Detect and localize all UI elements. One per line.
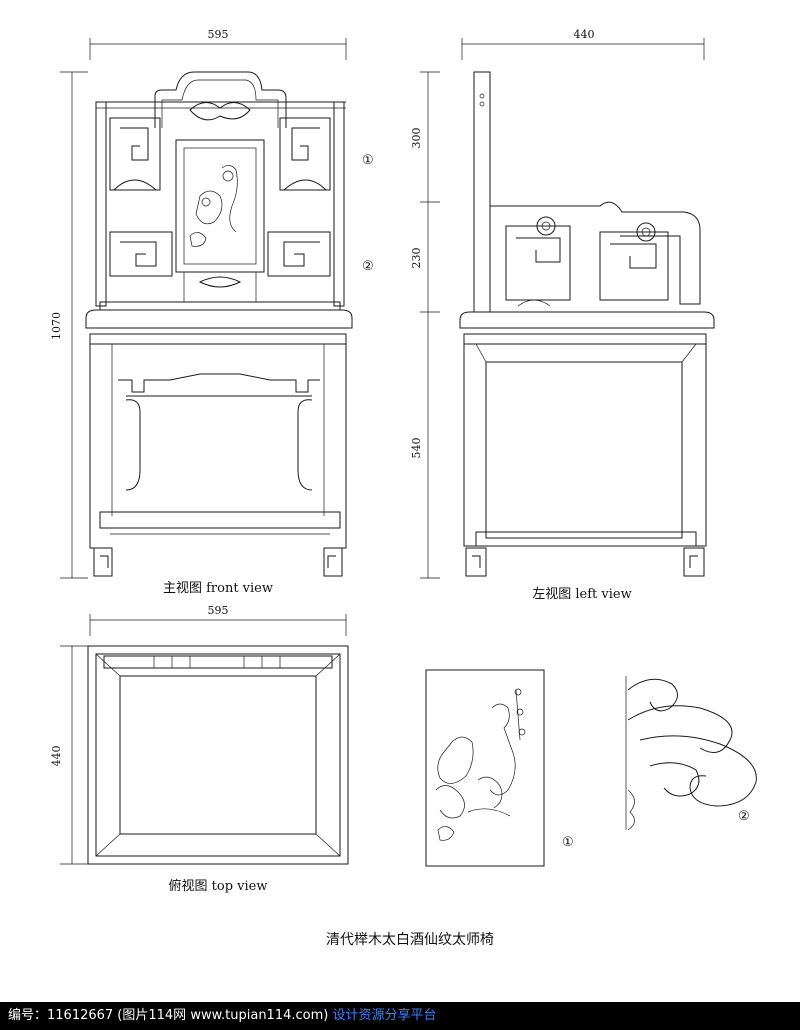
side-height-dimensions: 300 230 540 <box>410 71 440 579</box>
watermark-footer: 编号：11612667 (图片114网 www.tupian114.com) 设… <box>0 1002 800 1030</box>
detail-1-carved-panel: ① <box>425 669 574 867</box>
side-middle-label: 230 <box>410 248 423 269</box>
marker-1-detail: ① <box>562 835 574 850</box>
front-width-dimension: 595 <box>89 28 347 60</box>
footer-site-link[interactable]: 设计资源分享平台 <box>332 1008 437 1023</box>
front-width-label: 595 <box>208 28 229 41</box>
top-width-dimension: 595 <box>89 604 347 636</box>
top-depth-dimension: 440 <box>50 645 88 865</box>
front-view: 595 1070 <box>50 28 374 596</box>
footer-id-text: 编号：11612667 (图片114网 www.tupian114.com) <box>8 1008 329 1023</box>
side-width-dimension: 440 <box>461 28 705 60</box>
marker-1-front: ① <box>362 153 374 168</box>
side-width-label: 440 <box>574 28 595 41</box>
left-view-caption: 左视图 left view <box>532 587 631 602</box>
total-height-dimension: 1070 <box>50 71 88 579</box>
total-height-label: 1070 <box>50 312 63 340</box>
side-upper-label: 300 <box>410 128 423 149</box>
drawing-canvas: 595 1070 <box>50 28 757 948</box>
left-scroll-openwork <box>109 117 173 277</box>
front-view-caption: 主视图 front view <box>163 581 273 596</box>
marker-2-front: ② <box>362 259 374 274</box>
right-scroll-openwork <box>267 117 331 277</box>
top-view-caption: 俯视图 top view <box>169 878 268 894</box>
detail-2-scroll: ② <box>625 676 757 831</box>
drawing-title: 清代榉木太白酒仙纹太师椅 <box>326 932 494 948</box>
top-view: 595 440 俯视图 top view <box>50 604 349 894</box>
carved-figures-panel <box>189 165 238 247</box>
side-lower-label: 540 <box>410 438 423 459</box>
marker-2-detail: ② <box>738 809 750 824</box>
top-depth-label: 440 <box>50 746 63 767</box>
crest-rail <box>154 71 287 128</box>
left-view: 440 300 230 540 <box>410 28 715 602</box>
top-width-label: 595 <box>208 604 229 617</box>
